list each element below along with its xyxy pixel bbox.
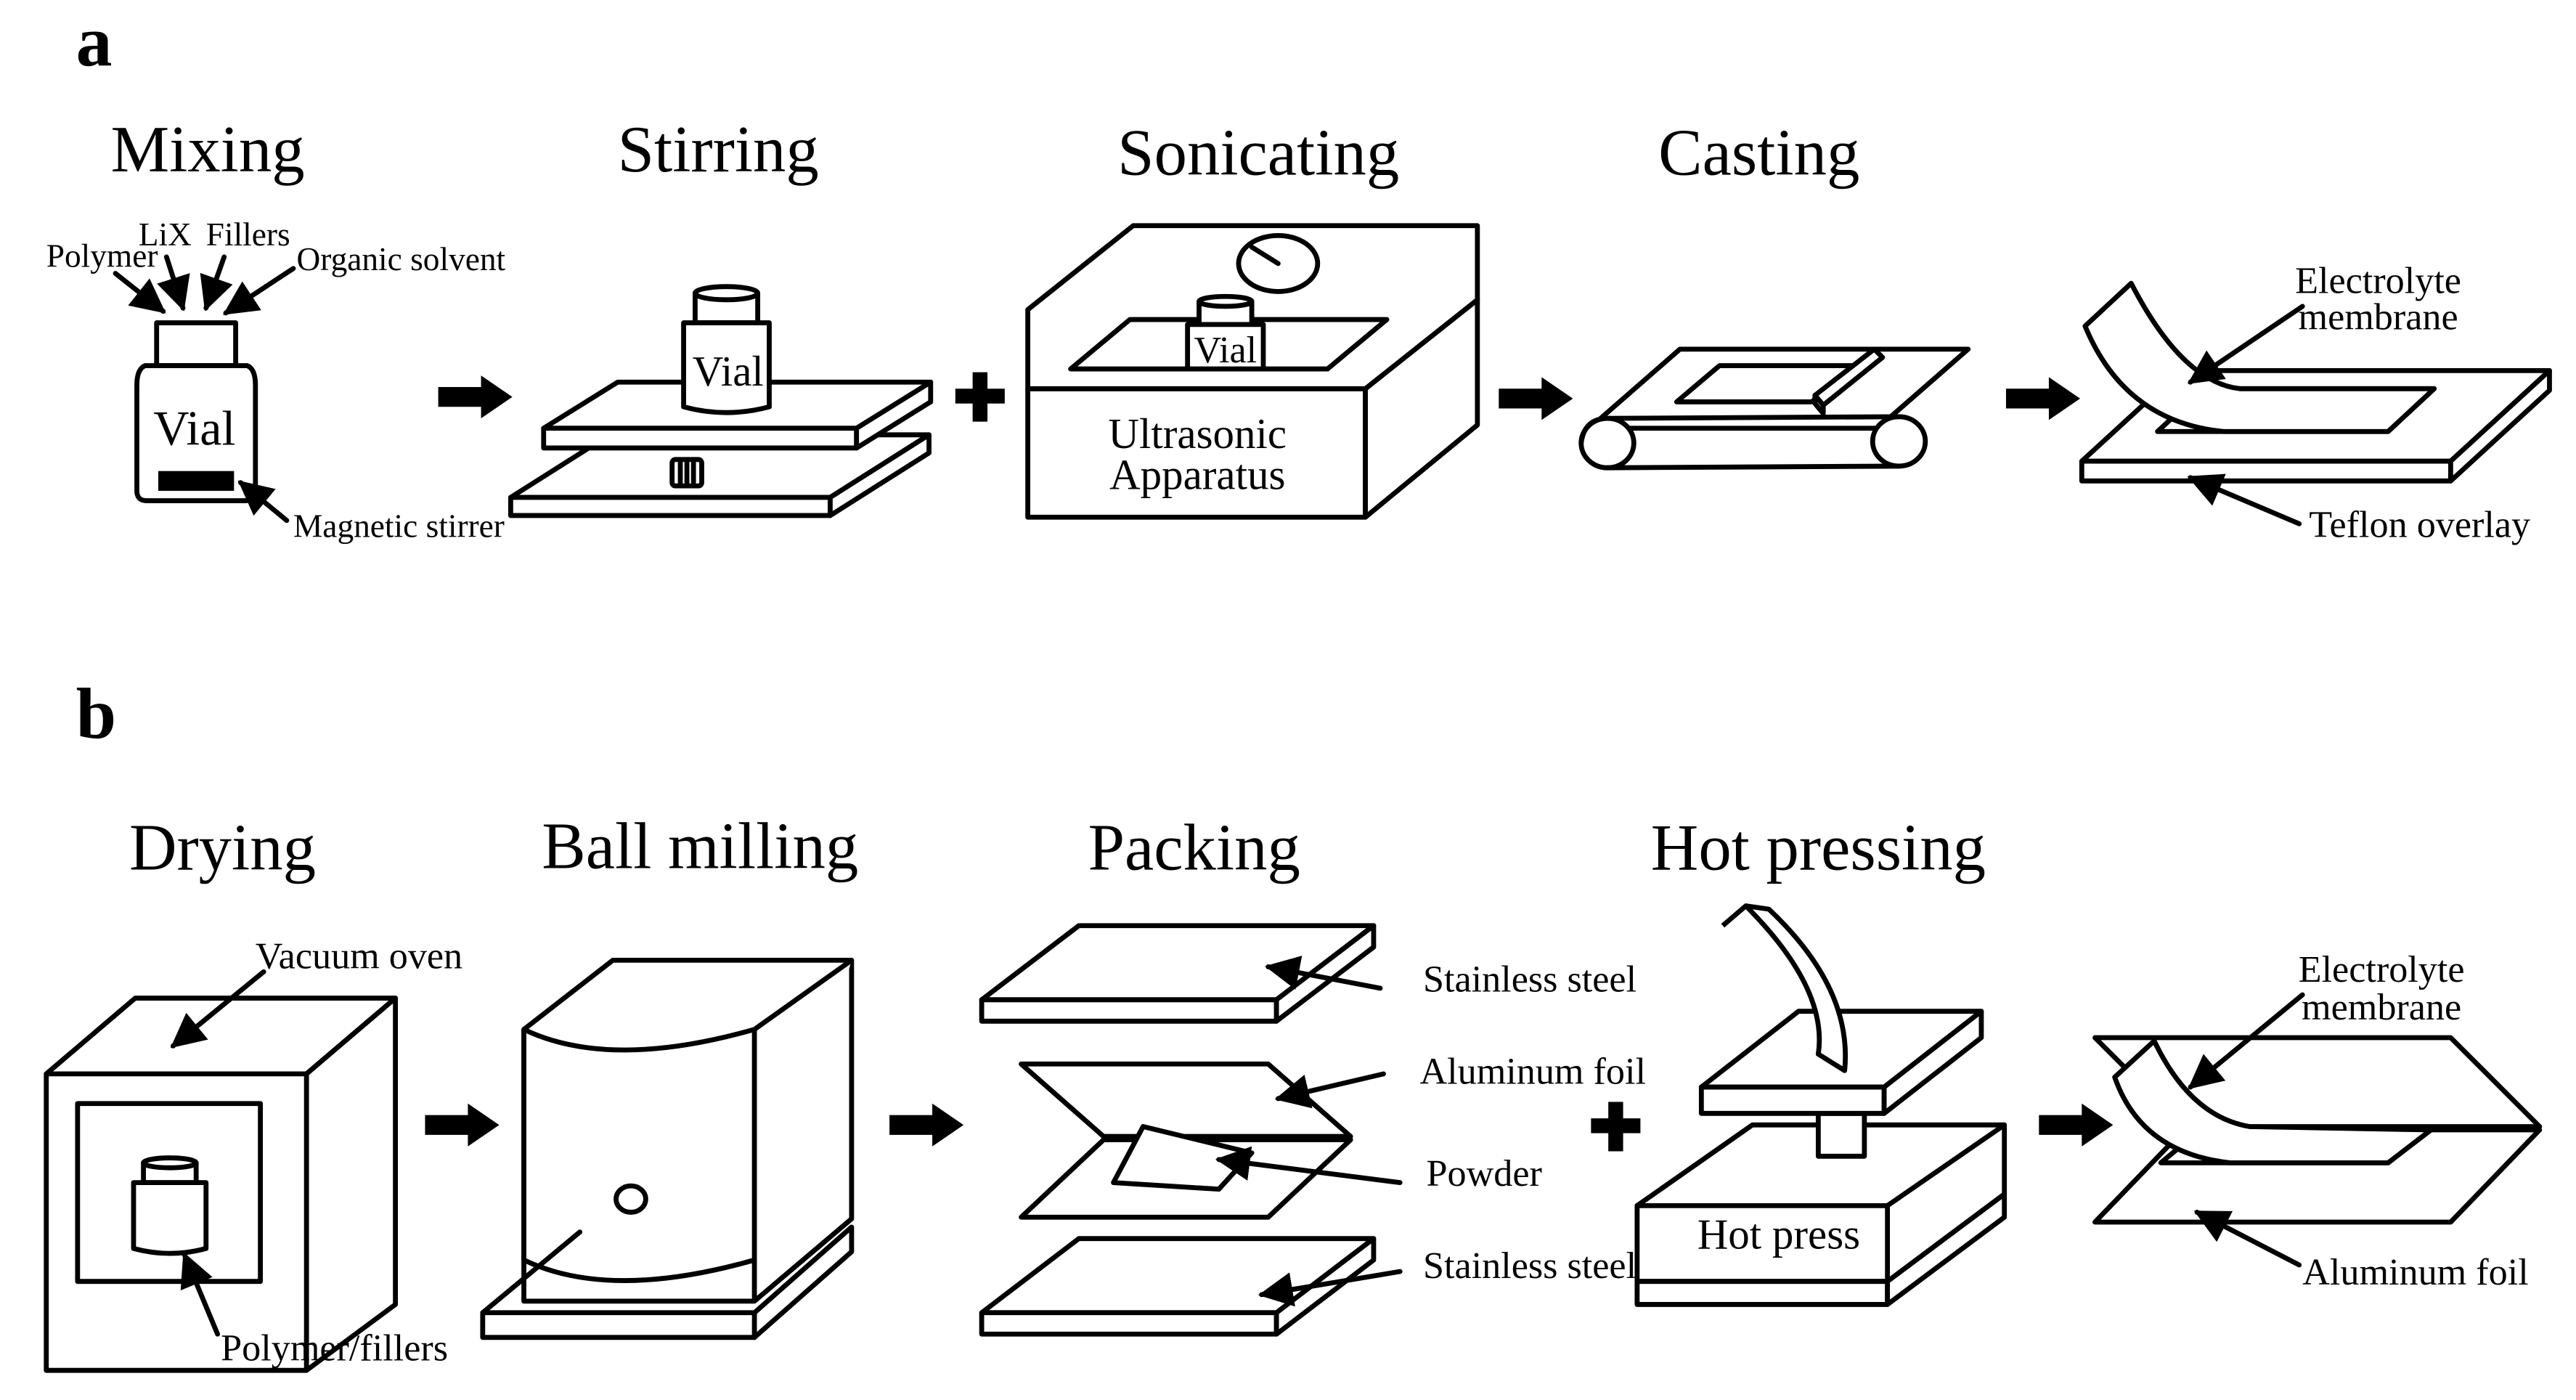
mixing-vial: Vial — [134, 320, 258, 503]
step-title-stirring: Stirring — [618, 113, 819, 186]
label-powder: Powder — [1427, 1153, 1542, 1195]
plus-stirring-sonicating — [955, 372, 1005, 422]
press-piston — [1815, 1110, 1867, 1159]
casting-machine — [1578, 346, 1971, 471]
step-title-sonicating: Sonicating — [1117, 115, 1399, 189]
flow-arrow-milling-packing — [889, 1103, 964, 1147]
casting-result-membrane: Electrolyte membrane Teflon overlay — [2079, 261, 2552, 545]
label-polymer-fillers: Polymer/fillers — [221, 1328, 448, 1370]
flow-arrow-casting-result — [2005, 377, 2081, 420]
plus-packing-pressing — [1591, 1102, 1641, 1152]
label-stainless-steel-bottom: Stainless steel — [1423, 1245, 1637, 1287]
sonicating-vial: Vial — [1185, 293, 1266, 372]
label-fillers: Fillers — [206, 216, 290, 253]
step-title-hot-pressing: Hot pressing — [1651, 811, 1986, 884]
flow-arrow-mixing-stirring — [438, 375, 513, 419]
label-membrane-b-line2: membrane — [2302, 987, 2461, 1028]
stirring-vial-label: Vial — [693, 347, 764, 395]
step-title-mixing: Mixing — [110, 113, 304, 186]
sonicating-vial-label: Vial — [1194, 330, 1257, 371]
electrolyte-membrane-peel — [2082, 280, 2437, 434]
apparatus-label-line2: Apparatus — [1109, 451, 1285, 499]
step-title-drying: Drying — [129, 811, 316, 884]
packing-stack: Stainless steel Aluminum foil Powder Sta… — [979, 923, 1646, 1337]
label-membrane-a-line1: Electrolyte — [2295, 261, 2461, 302]
panel-label-a: a — [76, 1, 113, 82]
label-membrane-b-line1: Electrolyte — [2299, 949, 2465, 990]
label-membrane-a-line2: membrane — [2299, 297, 2458, 338]
label-stainless-steel-top: Stainless steel — [1423, 959, 1637, 1000]
magnetic-stirrer-bar — [158, 471, 235, 491]
press-lever — [1721, 903, 1848, 1073]
flow-arrow-pressing-result — [2039, 1103, 2114, 1147]
label-polymer: Polymer — [46, 237, 158, 274]
label-magnetic-stirrer: Magnetic stirrer — [293, 508, 505, 544]
panel-label-b: b — [76, 673, 117, 754]
step-title-ball-milling: Ball milling — [542, 809, 858, 882]
step-title-packing: Packing — [1088, 811, 1300, 884]
label-lix: LiX — [139, 216, 192, 253]
label-aluminum-foil: Aluminum foil — [1419, 1051, 1645, 1092]
magnetic-stirrer-plate — [508, 379, 934, 518]
vacuum-oven: Vacuum oven — [44, 936, 462, 1373]
label-teflon-overlay: Teflon overlay — [2309, 504, 2530, 545]
pressing-result-membrane: Electrolyte membrane Aluminum foil — [2092, 949, 2543, 1293]
hot-press: Hot press — [1634, 903, 2008, 1307]
label-vacuum-oven: Vacuum oven — [256, 936, 462, 977]
flow-arrow-drying-milling — [425, 1103, 500, 1147]
mixing-input-arrows — [113, 254, 296, 524]
mixing-vial-label: Vial — [153, 400, 235, 455]
electrolyte-membrane-peel-b — [2112, 1038, 2434, 1165]
stirring-vial: Vial — [681, 284, 772, 415]
label-aluminum-foil-b: Aluminum foil — [2302, 1252, 2529, 1293]
hot-press-label: Hot press — [1697, 1210, 1860, 1258]
aluminum-foil-top — [1019, 1061, 1353, 1139]
ball-mill-knob — [614, 1183, 648, 1215]
flow-arrow-sonicating-casting — [1499, 377, 1573, 420]
ball-mill — [480, 957, 855, 1340]
step-title-casting: Casting — [1658, 115, 1859, 189]
apparatus-label-line1: Ultrasonic — [1108, 410, 1287, 457]
drying-vial: Polymer/fillers — [131, 1155, 448, 1370]
label-organic-solvent: Organic solvent — [297, 241, 506, 277]
